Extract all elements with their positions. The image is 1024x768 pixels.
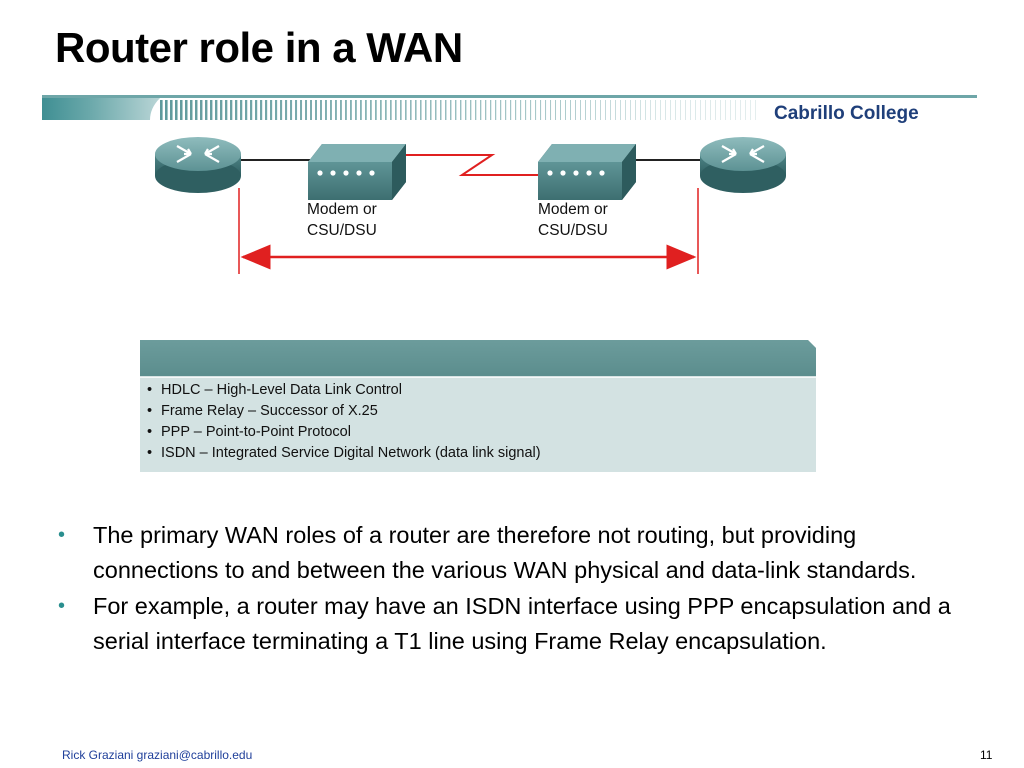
page-number: 11 [980, 748, 993, 762]
modem-right-icon [538, 144, 636, 200]
router-right-icon [700, 137, 786, 193]
protocol-item: Frame Relay – Successor of X.25 [147, 401, 541, 422]
brand-label: Cabrillo College [774, 103, 919, 124]
router-left-icon [155, 137, 241, 193]
footer-author: Rick Graziani graziani@cabrillo.edu [62, 748, 253, 762]
wan-link-zigzag [405, 154, 540, 176]
protocol-item: HDLC – High-Level Data Link Control [147, 380, 541, 401]
slide-title: Router role in a WAN [55, 24, 463, 71]
header-band [42, 95, 977, 120]
protocol-item: PPP – Point-to-Point Protocol [147, 422, 541, 443]
wan-diagram [155, 137, 786, 274]
main-bullets: • The primary WAN roles of a router are … [58, 518, 988, 660]
bullet-item: • The primary WAN roles of a router are … [58, 518, 988, 587]
bullet-icon: • [58, 595, 66, 617]
modem-left-label: Modem or CSU/DSU [307, 201, 377, 239]
bullet-icon: • [58, 524, 66, 546]
protocol-list: HDLC – High-Level Data Link Control Fram… [147, 380, 541, 464]
bullet-text: The primary WAN roles of a router are th… [93, 522, 917, 583]
protocol-item: ISDN – Integrated Service Digital Networ… [147, 443, 541, 464]
modem-right-label: Modem or CSU/DSU [538, 201, 608, 239]
modem-left-icon [308, 144, 406, 200]
bullet-text: For example, a router may have an ISDN i… [93, 593, 951, 654]
bullet-item: • For example, a router may have an ISDN… [58, 589, 988, 658]
